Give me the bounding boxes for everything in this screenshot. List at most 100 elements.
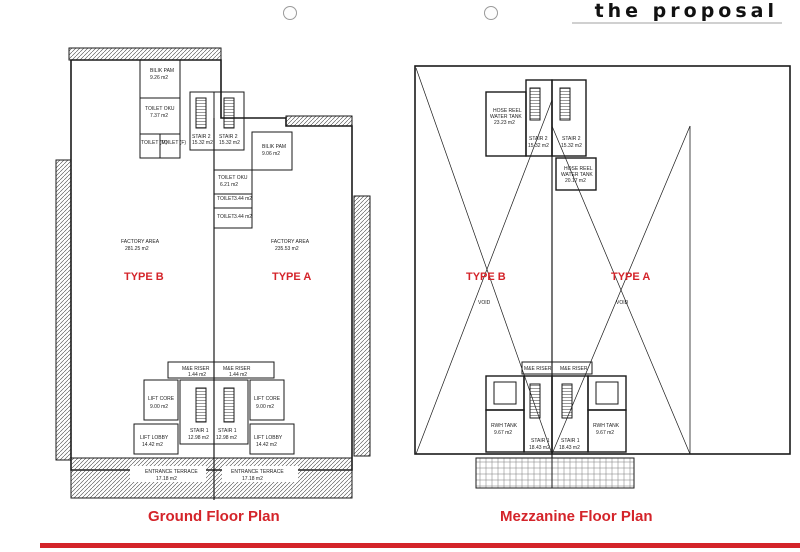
gf-stair1-a-treads <box>223 387 235 423</box>
gf-lift-core-a-label: LIFT CORE <box>254 396 281 402</box>
gf-terrace-b-label: ENTRANCE TERRACE <box>145 469 198 475</box>
gf-stair2-a-room <box>213 91 245 151</box>
mz-rwh-a-room <box>587 409 627 453</box>
gf-stair1-a-area: 12.98 m2 <box>216 435 237 441</box>
mz-stair1-a-treads <box>561 383 573 419</box>
gf-lift-lobby-a-area: 14.42 m2 <box>256 442 277 448</box>
mz-void-b-label: VOID <box>478 300 491 306</box>
mz-paving-a <box>551 457 635 489</box>
mz-hose-reel-a-sub: WATER TANK <box>561 172 593 178</box>
gf-riser-b-area: 1.44 m2 <box>188 372 206 378</box>
gf-bilik-pam-a-room <box>251 131 293 171</box>
mz-rwh-b-room <box>485 409 525 453</box>
mz-stair1-b-treads <box>529 383 541 419</box>
gf-lift-core-a-area: 9.00 m2 <box>256 404 274 410</box>
mz-stair2-a-room <box>551 79 587 157</box>
gf-toilet-a1-label: TOILET <box>217 196 234 202</box>
mz-stair2-b-treads <box>529 87 541 121</box>
gf-stair2-b-treads <box>195 97 207 129</box>
gf-type-b-label: TYPE B <box>124 271 164 283</box>
gf-factory-b-label: FACTORY AREA <box>121 239 160 245</box>
gf-lift-lobby-a-room <box>249 423 295 455</box>
gf-terrace-b-label-box <box>130 466 206 482</box>
gf-riser-a-label: M&E RISER <box>223 366 251 372</box>
gf-lift-core-a-room <box>249 379 285 421</box>
mz-hose-reel-b-label: HOSE REEL <box>493 108 522 114</box>
gf-toilet-oku-b-label: TOILET OKU <box>145 106 175 112</box>
gf-lift-lobby-b-area: 14.42 m2 <box>142 442 163 448</box>
gf-toilet-a2-area: 3.44 m2 <box>234 214 252 220</box>
gf-toilet-oku-a-label: TOILET OKU <box>218 175 248 181</box>
mz-hose-reel-b-sub: WATER TANK <box>490 114 522 120</box>
gf-factory-b-area: 281.25 m2 <box>125 246 149 252</box>
gf-bilik-pam-b-area: 9.26 m2 <box>150 75 168 81</box>
mz-type-a-label: TYPE A <box>611 271 650 283</box>
mz-hose-reel-a-area: 20.17 m2 <box>565 178 586 184</box>
gf-factory-a-area: 235.53 m2 <box>275 246 299 252</box>
gf-riser-a-room <box>213 361 275 379</box>
gf-toilet-a2-room <box>213 207 253 229</box>
binder-hole-right <box>484 6 498 20</box>
mz-stair2-a-treads <box>559 87 571 121</box>
gf-lift-lobby-b-label: LIFT LOBBY <box>140 435 169 441</box>
title-rule <box>572 22 782 24</box>
mz-rwh-b-area: 9.67 m2 <box>494 430 512 436</box>
mz-lift-a-car <box>595 381 619 405</box>
ground-floor-caption: Ground Floor Plan <box>148 508 280 525</box>
gf-top-wall-b <box>68 47 222 61</box>
mz-hose-reel-b-area: 23.23 m2 <box>494 120 515 126</box>
gf-riser-b-label: M&E RISER <box>182 366 210 372</box>
page-title: the proposal <box>594 0 778 22</box>
gf-bilik-pam-b-label: BILIK PAM <box>150 68 174 74</box>
mz-riser-b-label: M&E RISER <box>524 366 552 372</box>
gf-top-wall-a <box>285 115 353 127</box>
mz-void-a-diag2 <box>551 125 691 455</box>
gf-toilet-a2-label: TOILET <box>217 214 234 220</box>
gf-terrace-a-label: ENTRANCE TERRACE <box>231 469 284 475</box>
gf-lift-core-b-area: 9.00 m2 <box>150 404 168 410</box>
gf-riser-a-area: 1.44 m2 <box>229 372 247 378</box>
mz-stair2-b-area: 15.32 m2 <box>528 143 549 149</box>
mz-rwh-b-label: RWH TANK <box>491 423 518 429</box>
mz-stair2-a-label: STAIR 2 <box>562 136 581 142</box>
gf-stair1-a-room <box>213 379 249 445</box>
gf-toilet-f-label: TOILET (F) <box>161 140 186 146</box>
footer-red-rule <box>40 543 800 548</box>
gf-factory-a-label: FACTORY AREA <box>271 239 310 245</box>
mz-type-b-label: TYPE B <box>466 271 506 283</box>
mz-rwh-a-label: RWH TANK <box>593 423 620 429</box>
gf-bilik-pam-a-label: BILIK PAM <box>262 144 286 150</box>
gf-lift-core-b-label: LIFT CORE <box>148 396 175 402</box>
gf-terrace-a-area: 17.18 m2 <box>242 476 263 482</box>
gf-stair1-b-area: 12.98 m2 <box>188 435 209 441</box>
mz-stair1-a-area: 18.43 m2 <box>559 445 580 451</box>
gf-terrace-a-label-box <box>222 466 298 482</box>
gf-stair2-a-label: STAIR 2 <box>219 134 238 140</box>
gf-type-a-label: TYPE A <box>272 271 311 283</box>
gf-stair2-a-area: 15.32 m2 <box>219 140 240 146</box>
mezzanine-labels: HOSE REEL WATER TANK 23.23 m2 STAIR 2 15… <box>466 108 650 451</box>
mz-stair1-b-label: STAIR 1 <box>531 438 550 444</box>
mz-paving-b <box>475 457 553 489</box>
gf-lift-core-b-room <box>143 379 179 421</box>
mz-lift-a-room <box>587 375 627 411</box>
gf-stair2-a-treads <box>223 97 235 129</box>
mz-riser-a-label: M&E RISER <box>560 366 588 372</box>
mz-void-b-diag2 <box>415 99 553 455</box>
mz-stair1-a-label: STAIR 1 <box>561 438 580 444</box>
mz-rwh-a-area: 9.67 m2 <box>596 430 614 436</box>
gf-toilet-oku-a-area: 6.21 m2 <box>220 182 238 188</box>
gf-right-wall <box>353 195 371 457</box>
gf-stair1-a-label: STAIR 1 <box>218 428 237 434</box>
gf-left-wall <box>55 159 72 461</box>
gf-stair1-b-label: STAIR 1 <box>190 428 209 434</box>
ground-floor-plan <box>55 47 371 500</box>
gf-terrace-b-area: 17.18 m2 <box>156 476 177 482</box>
ground-floor-labels: BILIK PAM 9.26 m2 TOILET OKU 7.37 m2 TOI… <box>121 68 311 482</box>
mz-riser-a-room <box>551 361 593 375</box>
mz-stair2-b-label: STAIR 2 <box>529 136 548 142</box>
gf-toilet-oku-b-area: 7.37 m2 <box>150 113 168 119</box>
mezzanine-floor-plan <box>414 65 791 489</box>
binder-hole-left <box>283 6 297 20</box>
